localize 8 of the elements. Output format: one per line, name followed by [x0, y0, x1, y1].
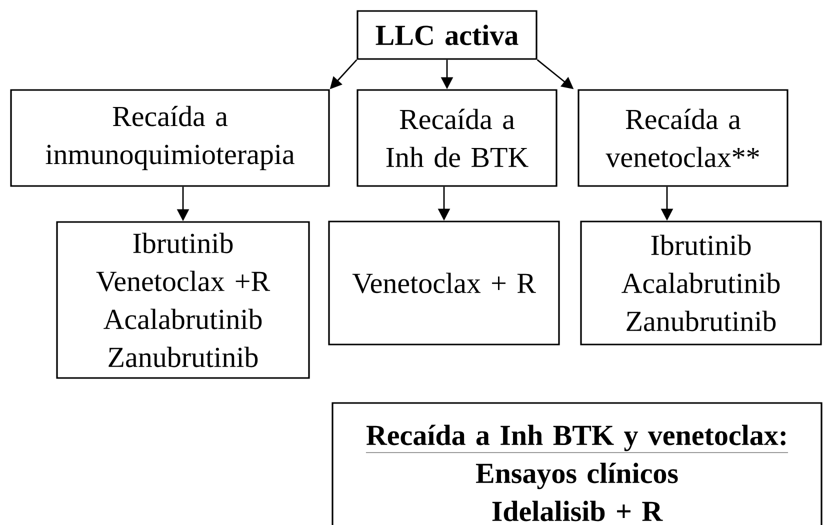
process-box: Recaída a inmunoquimioterapia	[10, 89, 330, 187]
start-box: LLC activa	[356, 10, 538, 60]
note-box: Recaída a Inh BTK y venetoclax: Ensayos clínicos Idelalisib + R	[332, 402, 822, 525]
process-box: Ibrutinib Venetoclax +R Acalabrutinib Zanubrutinib	[56, 221, 310, 379]
process-box: Ibrutinib Acalabrutinib Zanubrutinib	[580, 220, 822, 346]
process-box: Recaída a venetoclax**	[578, 89, 788, 187]
process-box: Venetoclax + R	[328, 220, 560, 346]
process-box: Recaída a Inh de BTK	[356, 89, 558, 187]
